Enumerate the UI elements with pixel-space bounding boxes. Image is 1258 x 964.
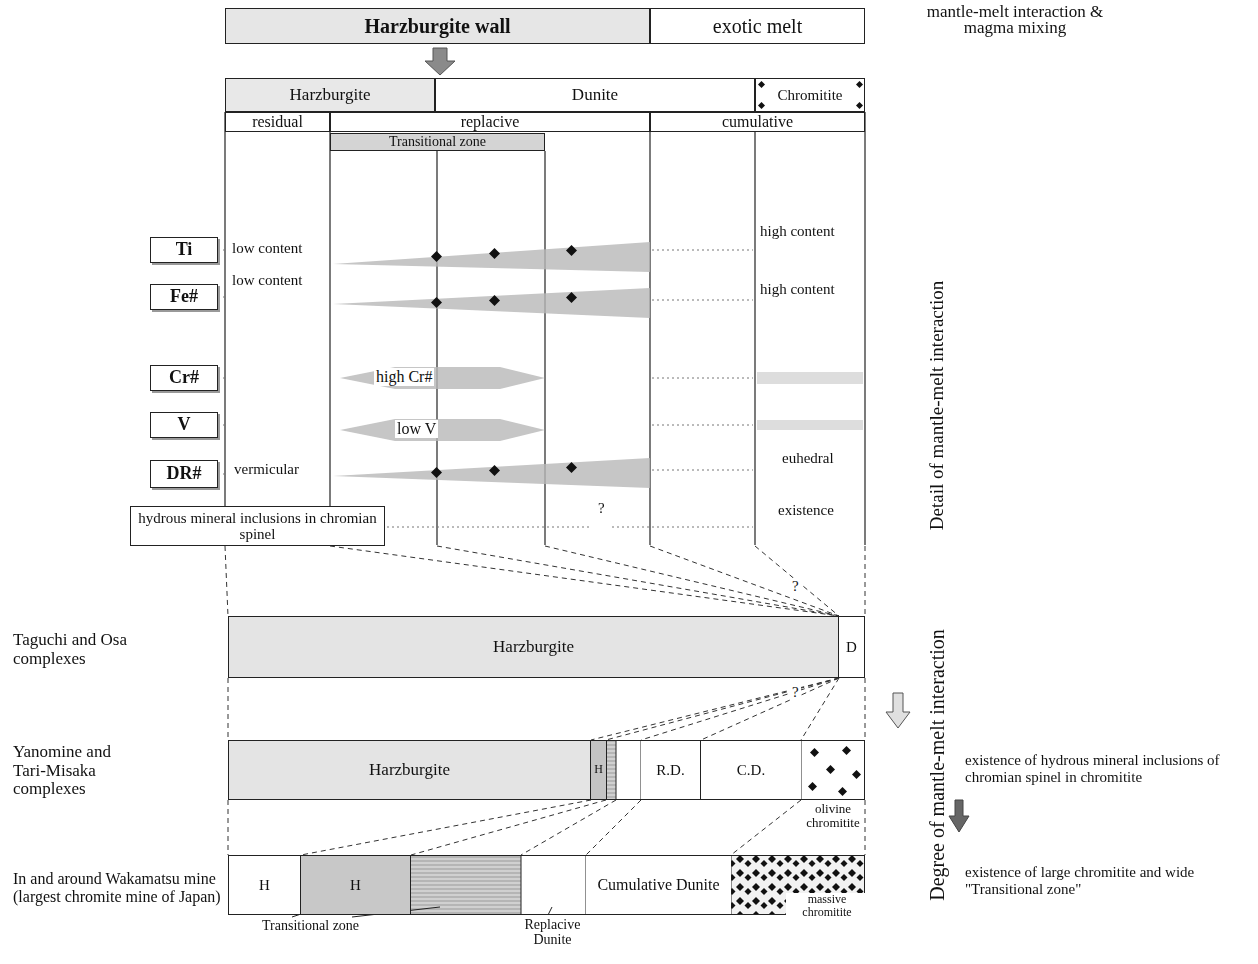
side-note: existence of hydrous mineral inclusions … [965, 752, 1245, 785]
box-label: H [592, 763, 605, 776]
segment-note: olivine chromitite [804, 802, 862, 831]
trend-note: low V [395, 420, 438, 438]
box-label: Transitional zone [387, 134, 488, 149]
box-label: V [176, 415, 193, 435]
trend-note: euhedral [782, 450, 834, 467]
origin-box: residual [225, 112, 330, 132]
axis-title: Detail of mantle-melt interaction [927, 215, 948, 595]
question-mark: ? [790, 578, 801, 595]
rock-segment: H [229, 856, 301, 914]
box-label: cumulative [720, 113, 795, 131]
side-note: existence of large chromitite and wide "… [965, 864, 1245, 897]
rock-box: Harzburgite [225, 78, 435, 112]
row-guide [218, 250, 753, 527]
box-label: Harzburgite [288, 86, 373, 105]
box-label: H [348, 877, 363, 894]
segment-note: Replacive Dunite [515, 917, 590, 948]
rock-segment: H [591, 741, 607, 799]
rock-segment: C.D. [701, 741, 801, 799]
trend-note: high Cr# [374, 368, 434, 386]
box-label: DR# [165, 464, 204, 484]
rock-segment: Harzburgite [229, 741, 591, 799]
trend-note: high content [760, 223, 835, 240]
parameter-box: hydrous mineral inclusions in chromian s… [130, 506, 385, 546]
box-label: Fe# [168, 287, 200, 307]
origin-box: replacive [330, 112, 650, 132]
complex-bar: Taguchi and Osa complexesHarzburgiteD [228, 616, 865, 678]
box-label: Cumulative Dunite [595, 876, 721, 894]
box-label: Ti [174, 240, 195, 260]
parameter-box: Ti [150, 237, 218, 263]
complex-bar: In and around Wakamatsu mine (largest ch… [228, 855, 865, 915]
origin-box: cumulative [650, 112, 865, 132]
rock-segment: R.D. [641, 741, 701, 799]
group-heading: In and around Wakamatsu mine (largest ch… [13, 870, 223, 905]
question-mark: ? [598, 500, 605, 517]
degree-arrow [949, 800, 969, 832]
parameter-box: DR# [150, 460, 218, 488]
box-label: D [844, 639, 859, 656]
trend-note: high content [760, 281, 835, 298]
box-label: Dunite [570, 86, 620, 105]
axis-title: Degree of mantle-melt interaction [926, 575, 948, 955]
source-box: Harzburgite wall [225, 8, 650, 44]
trend-note: vermicular [234, 461, 299, 478]
degree-arrow [886, 693, 910, 728]
box-label: C.D. [735, 762, 767, 779]
projection-line [225, 546, 865, 855]
box-label: R.D. [654, 762, 686, 779]
rock-box: Dunite [435, 78, 755, 112]
source-box: exotic melt [650, 8, 865, 44]
box-label: H [257, 877, 272, 894]
complex-bar: Yanomine and Tari-Misaka complexesHarzbu… [228, 740, 865, 800]
box-label: Harzburgite wall [362, 15, 512, 37]
box-label: Chromitite [776, 87, 845, 104]
panel-grid [225, 112, 865, 545]
parameter-box: V [150, 412, 218, 438]
box-label: Cr# [167, 368, 201, 388]
rock-segment: Harzburgite [229, 617, 839, 677]
rock-segment: Cumulative Dunite [586, 856, 731, 914]
box-label: Harzburgite [491, 638, 576, 657]
segment-note: massive chromitite [786, 893, 868, 919]
box-label: replacive [459, 113, 522, 131]
trend-note: existence [778, 502, 834, 519]
box-label: exotic melt [711, 15, 804, 37]
group-heading: Yanomine and Tari-Misaka complexes [13, 743, 125, 799]
parameter-box: Fe# [150, 284, 218, 310]
question-mark: ? [790, 684, 801, 701]
process-note: mantle-melt interaction & magma mixing [900, 4, 1130, 36]
zone-box: Transitional zone [330, 133, 545, 151]
trend-band [333, 242, 863, 488]
process-arrow [425, 48, 455, 75]
box-label: Harzburgite [367, 761, 452, 780]
trend-marker [431, 245, 577, 478]
trend-note: low content [232, 272, 302, 289]
box-label: residual [250, 113, 305, 131]
group-heading: Taguchi and Osa complexes [13, 631, 143, 668]
chromite-grain [758, 81, 863, 109]
rock-segment: H [301, 856, 411, 914]
box-label: hydrous mineral inclusions in chromian s… [131, 510, 384, 543]
rock-segment: D [839, 617, 864, 677]
trend-note: low content [232, 240, 302, 257]
parameter-box: Cr# [150, 365, 218, 391]
rock-box: Chromitite [755, 78, 865, 112]
segment-note: Transitional zone [262, 918, 359, 933]
